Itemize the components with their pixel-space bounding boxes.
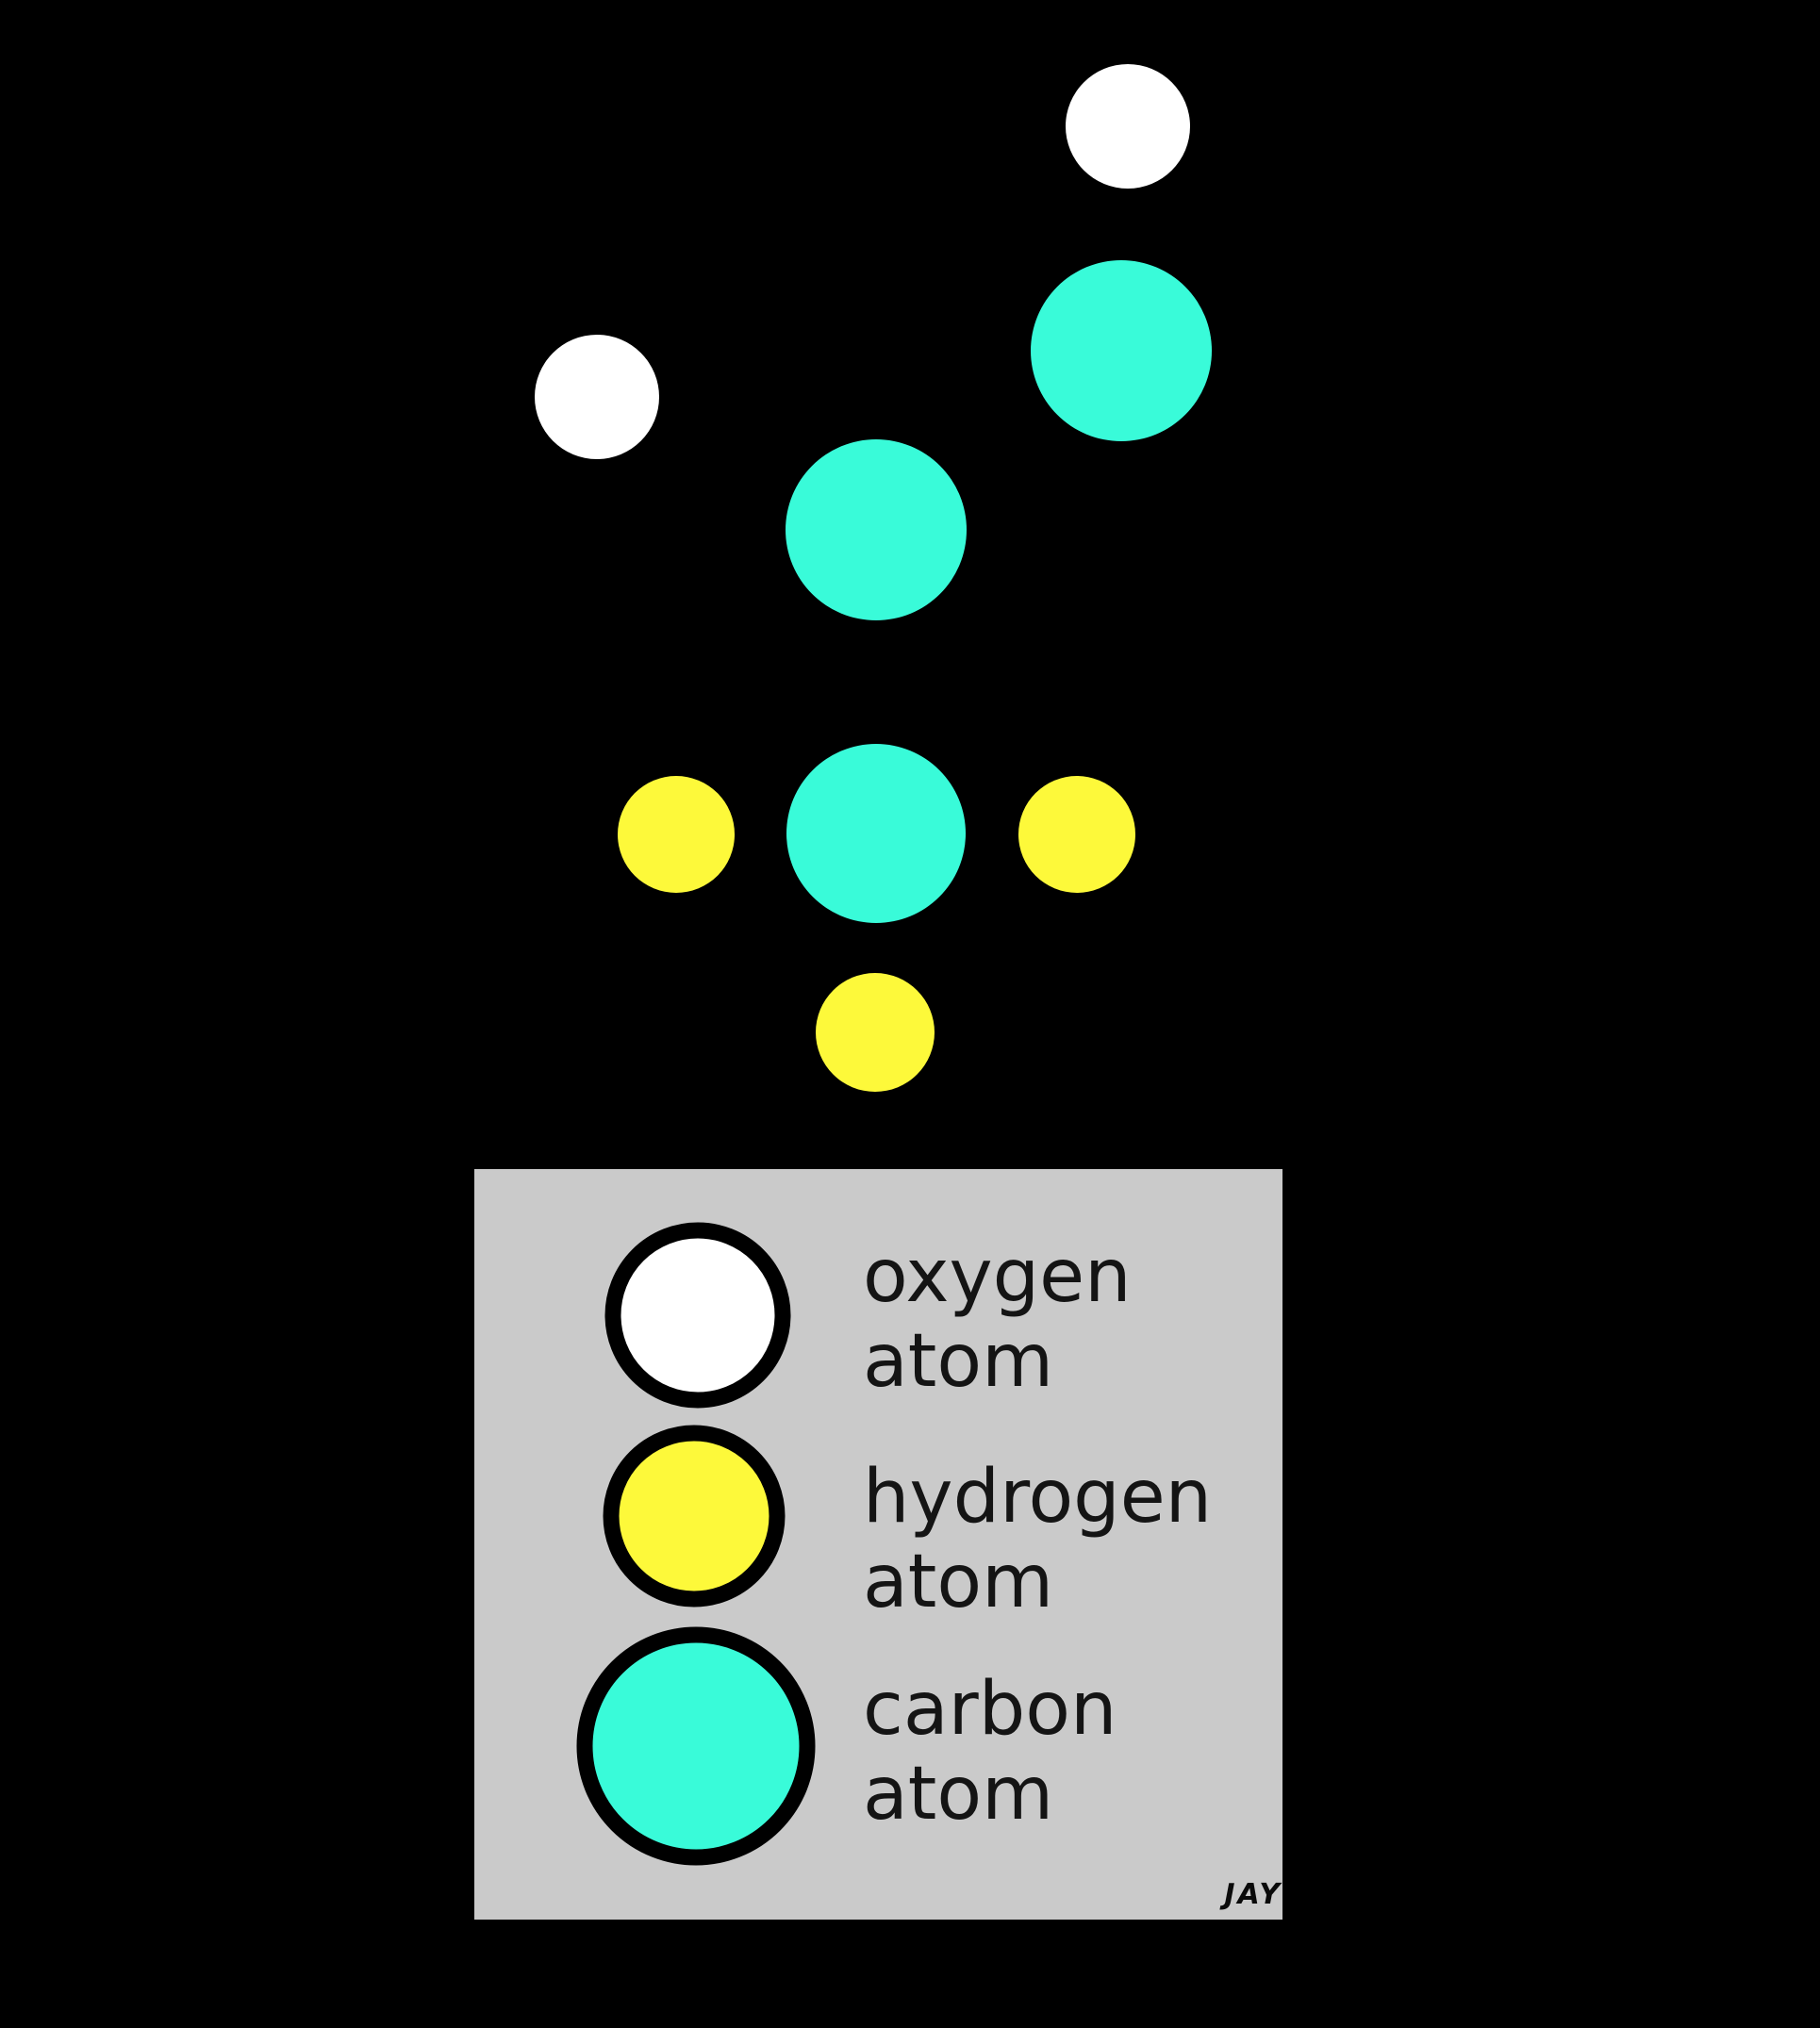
- atom-circle-carbon: [786, 744, 966, 923]
- legend-label-carbon-line1: carbon: [863, 1667, 1117, 1752]
- atom-circle-oxygen: [535, 335, 659, 459]
- legend-swatch-hydrogen: [603, 1425, 786, 1608]
- legend-label-hydrogen: hydrogen atom: [863, 1455, 1212, 1624]
- atom-circle-hydrogen: [618, 776, 735, 893]
- atom-circle-oxygen: [1066, 64, 1190, 189]
- atom-circle-carbon: [1031, 260, 1212, 441]
- legend-label-carbon: carbon atom: [863, 1667, 1117, 1837]
- legend-label-hydrogen-line2: atom: [863, 1540, 1054, 1624]
- atom-circle-carbon: [786, 439, 967, 620]
- legend-swatch-oxygen: [604, 1222, 791, 1409]
- legend-label-oxygen-line1: oxygen: [863, 1234, 1132, 1319]
- artist-signature: JAY: [1224, 1878, 1282, 1911]
- legend-swatch-carbon: [576, 1626, 816, 1866]
- legend-label-oxygen-line2: atom: [863, 1319, 1054, 1404]
- atom-circle-hydrogen: [1018, 776, 1135, 893]
- legend-label-oxygen: oxygen atom: [863, 1234, 1132, 1404]
- legend-label-hydrogen-line1: hydrogen: [863, 1455, 1213, 1540]
- legend-label-carbon-line2: atom: [863, 1752, 1054, 1837]
- atom-circle-hydrogen: [816, 973, 935, 1092]
